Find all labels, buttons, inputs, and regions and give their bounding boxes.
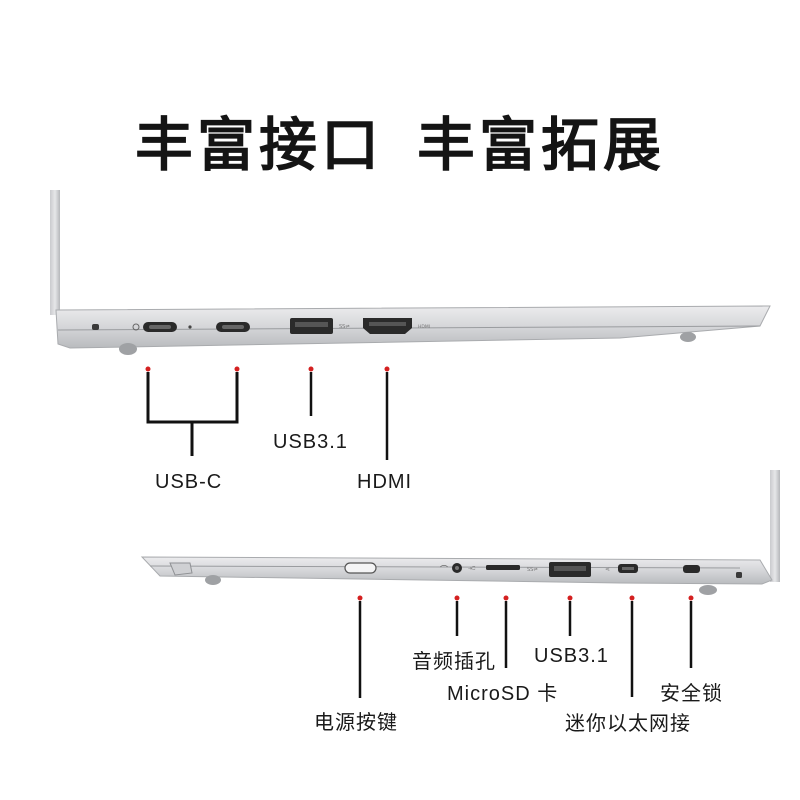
pen-slot-icon <box>169 562 193 576</box>
svg-text:⋖: ⋖ <box>605 566 610 573</box>
label-lock: 安全锁 <box>660 683 723 705</box>
label-hdmi: HDMI <box>357 471 413 493</box>
title-right: 丰富拓展 <box>417 111 666 179</box>
power-button-icon <box>344 562 377 574</box>
label-audio: 音频插孔 <box>412 651 496 673</box>
bottom-callouts <box>357 595 694 698</box>
label-usb31-top: USB3.1 <box>273 431 348 453</box>
svg-text:⇥⎕: ⇥⎕ <box>468 566 475 572</box>
label-ethernet: 迷你以太网接 <box>565 713 691 735</box>
microsd-slot-icon <box>486 565 520 570</box>
top-callouts <box>145 366 390 460</box>
label-microsd: MicroSD 卡 <box>447 683 559 705</box>
rubber-foot <box>680 332 696 342</box>
rubber-foot <box>205 575 221 585</box>
svg-text:⌒: ⌒ <box>440 565 448 574</box>
page-title: 丰富接口丰富拓展 <box>0 98 800 182</box>
label-power: 电源按键 <box>314 712 398 734</box>
title-left: 丰富接口 <box>134 111 383 179</box>
svg-text:SS⇌: SS⇌ <box>339 324 350 330</box>
svg-text:HDMI: HDMI <box>418 324 430 330</box>
lid-edge <box>50 190 60 315</box>
charge-icon <box>132 323 140 331</box>
laptop-left-side: SS⇌ HDMI <box>50 190 771 355</box>
lid-edge <box>770 470 780 582</box>
label-usb31-bottom: USB3.1 <box>534 645 609 667</box>
label-usb-c: USB-C <box>155 471 223 493</box>
security-lock-slot-icon <box>92 324 99 330</box>
laptop-right-side: ⌒ ⇥⎕ SS⇌ ⋖ <box>140 470 780 595</box>
security-lock-slot-icon <box>683 565 700 573</box>
rubber-foot <box>699 585 717 595</box>
svg-text:SS⇌: SS⇌ <box>527 567 538 573</box>
laptop-body <box>55 305 771 349</box>
rubber-foot <box>119 343 137 355</box>
